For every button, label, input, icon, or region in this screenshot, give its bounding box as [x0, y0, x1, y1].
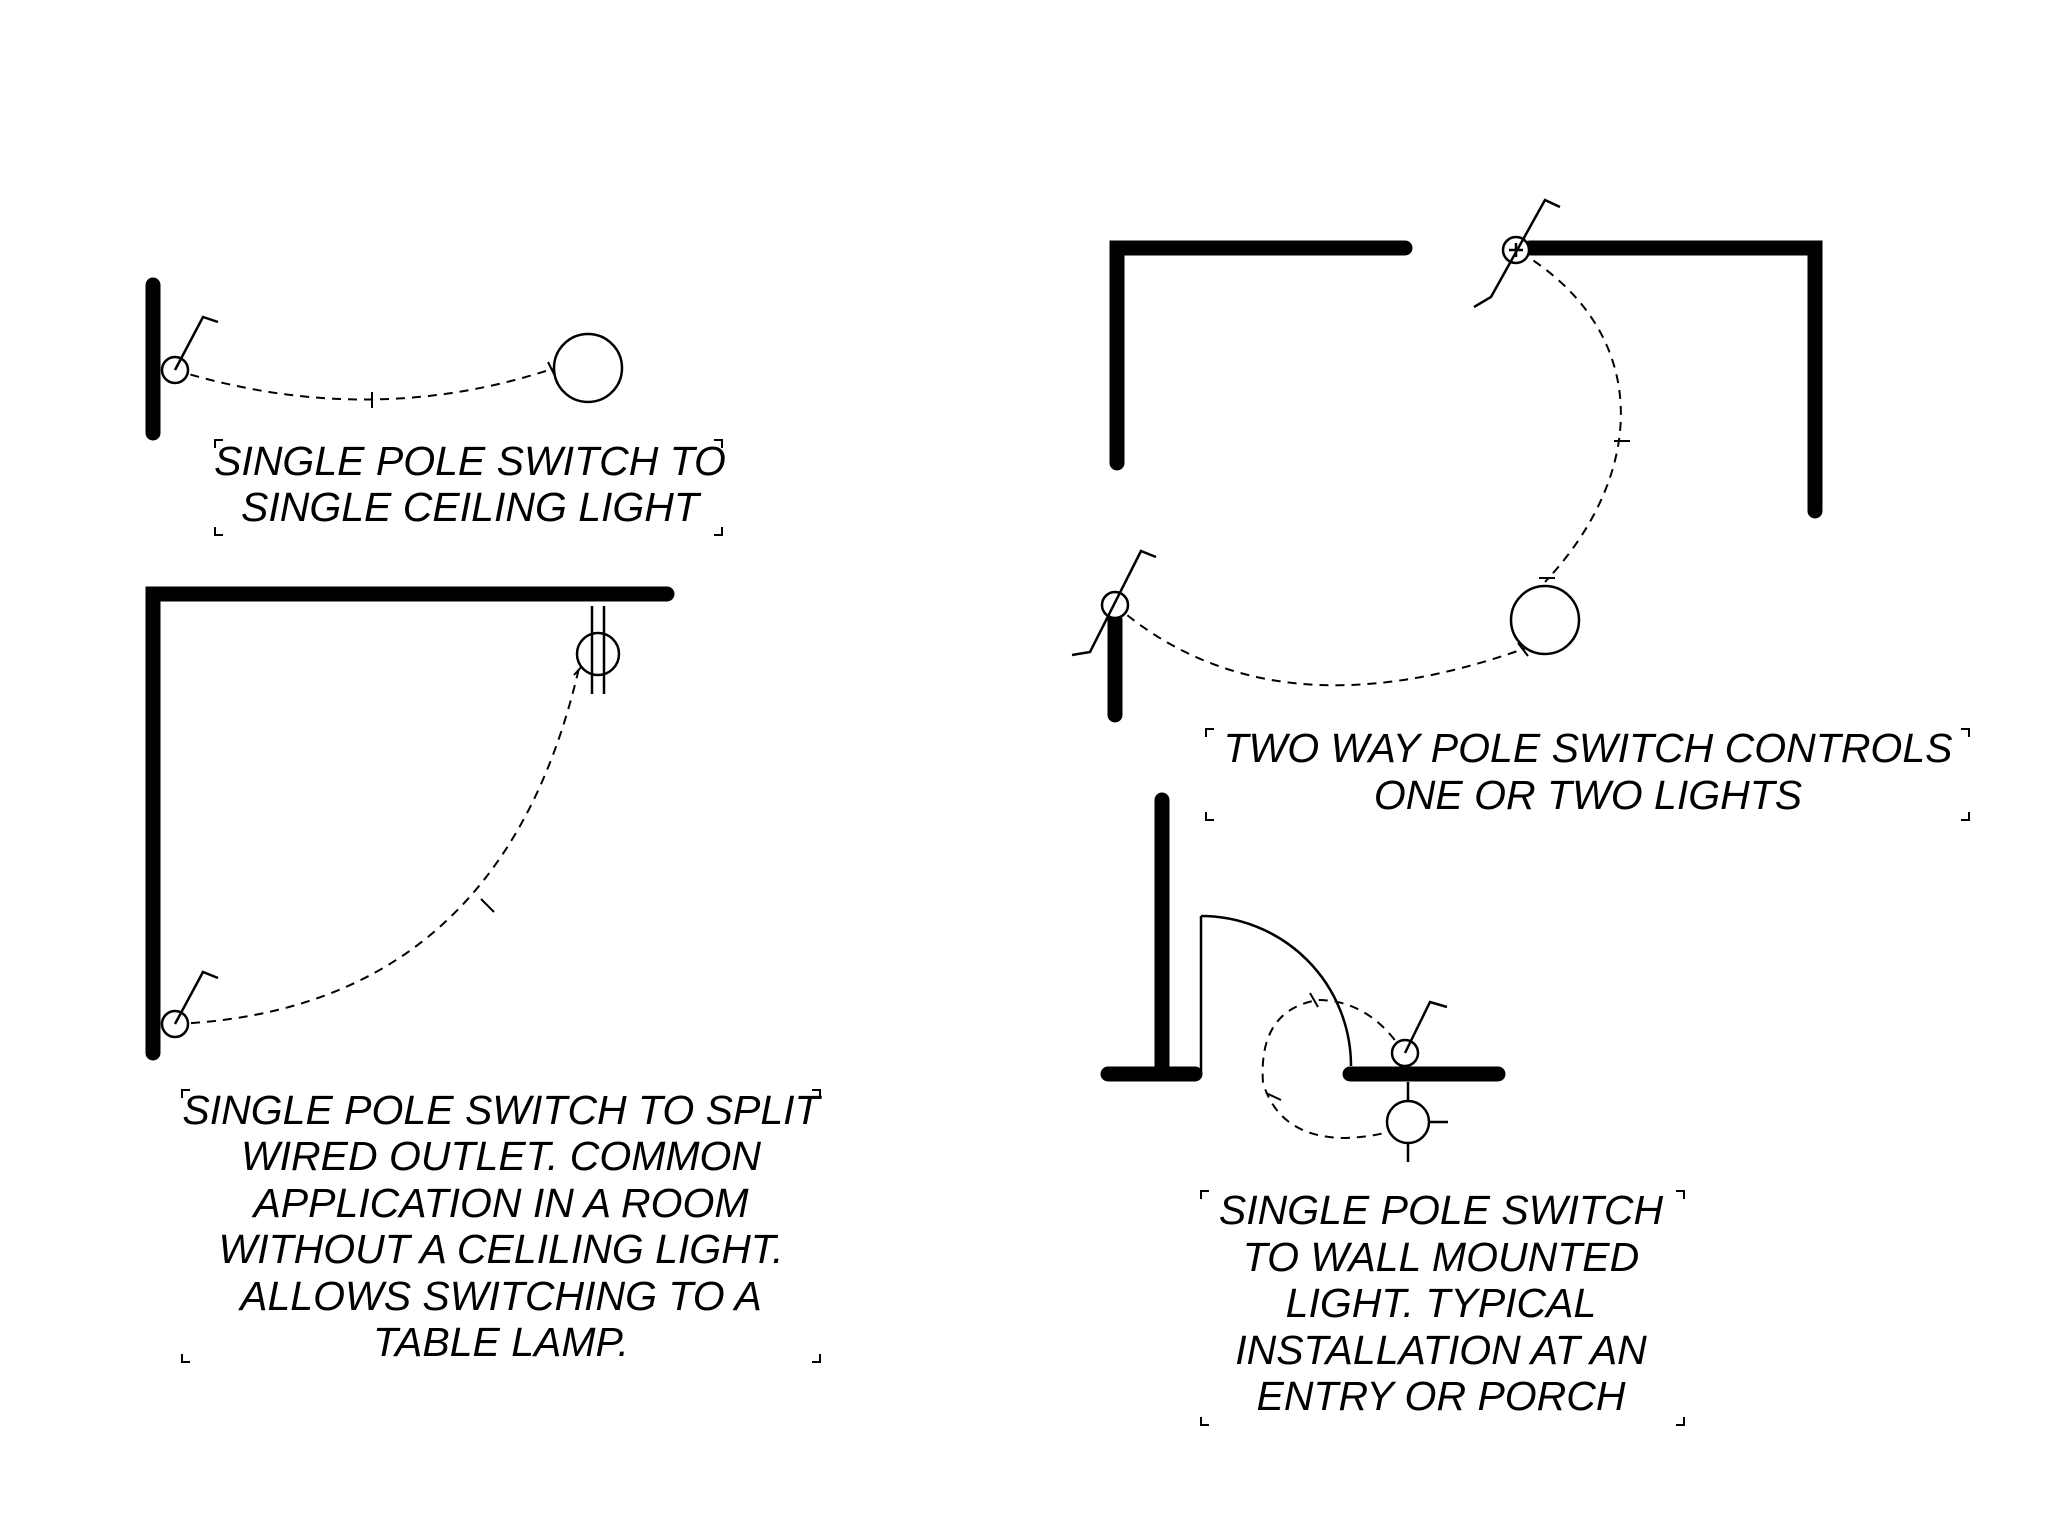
caption-frame: [214, 439, 723, 536]
diagram-split-wired-outlet: SINGLE POLE SWITCH TO SPLIT WIRED OUTLET…: [145, 586, 823, 1365]
caption-line: SINGLE CEILING LIGHT: [241, 484, 702, 530]
diagram-single-ceiling-light: SINGLE POLE SWITCH TO SINGLE CEILING LIG…: [145, 277, 726, 536]
single-pole-switch-icon: [160, 315, 219, 385]
single-pole-switch-icon: [160, 970, 219, 1039]
wire-tick: [1265, 1092, 1282, 1101]
caption-line: TO WALL MOUNTED: [1243, 1234, 1639, 1280]
wall-mounted-light-icon: [1385, 1082, 1448, 1162]
split-wired-outlet-icon: [575, 606, 621, 694]
ceiling-light-icon: [552, 332, 624, 404]
caption-line: WIRED OUTLET. COMMON: [241, 1133, 761, 1179]
caption-line: TWO WAY POLE SWITCH CONTROLS: [1224, 725, 1953, 771]
wire-path: [1519, 251, 1622, 583]
wire-path: [1114, 604, 1527, 687]
caption-line: ONE OR TWO LIGHTS: [1374, 772, 1802, 818]
caption-line: INSTALLATION AT AN: [1235, 1327, 1647, 1373]
wall: [1109, 240, 1413, 471]
wire-arrow: [1517, 642, 1529, 657]
caption-frame: [181, 1089, 821, 1363]
wire-arrow: [1309, 992, 1319, 1008]
caption-line: WITHOUT A CELILING LIGHT.: [219, 1226, 784, 1272]
caption-line: ALLOWS SWITCHING TO A: [237, 1273, 762, 1319]
caption-line: LIGHT. TYPICAL: [1286, 1280, 1597, 1326]
wall: [145, 586, 675, 1061]
wire-path: [174, 367, 556, 401]
single-pole-switch-icon: [1473, 198, 1561, 309]
single-pole-switch-icon: [1071, 549, 1157, 657]
ceiling-light-icon: [1509, 584, 1581, 656]
diagram-wall-mounted-light: SINGLE POLE SWITCH TO WALL MOUNTED LIGHT…: [1100, 792, 1685, 1426]
caption-line: APPLICATION IN A ROOM: [250, 1180, 749, 1226]
caption-line: ENTRY OR PORCH: [1256, 1373, 1625, 1419]
diagram-two-way-switch: TWO WAY POLE SWITCH CONTROLS ONE OR TWO …: [1071, 198, 1970, 821]
wall: [1522, 240, 1823, 519]
caption-frame: [1200, 1190, 1685, 1426]
wire-tick: [480, 898, 495, 913]
door-swing-icon: [1199, 914, 1353, 1074]
caption-frame: [1205, 728, 1970, 821]
single-pole-switch-icon: [1390, 1000, 1448, 1068]
caption-line: SINGLE POLE SWITCH: [1219, 1187, 1664, 1233]
caption-line: SINGLE POLE SWITCH TO SPLIT: [182, 1087, 822, 1133]
wire-path: [174, 667, 580, 1025]
wire-path: [1261, 998, 1405, 1140]
caption-line: SINGLE POLE SWITCH TO: [214, 438, 726, 484]
caption-line: TABLE LAMP.: [373, 1319, 629, 1365]
